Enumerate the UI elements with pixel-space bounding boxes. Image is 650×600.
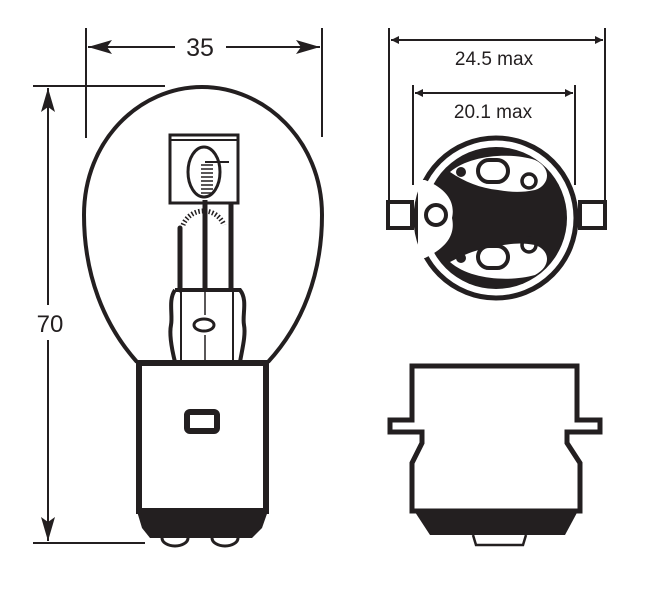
filament-coil-lines xyxy=(201,164,213,194)
flange-dimension xyxy=(388,28,606,203)
bulb-side-view xyxy=(81,84,325,548)
base-diameter-label: 20.1 max xyxy=(454,102,533,123)
contact-hole-bottom xyxy=(476,244,510,270)
base-slot xyxy=(184,409,220,434)
hole-side xyxy=(424,203,448,227)
base-insulator xyxy=(413,509,579,535)
bayonet-pin-left xyxy=(386,200,414,230)
base-outline xyxy=(387,363,603,514)
height-label: 70 xyxy=(37,311,64,338)
width-label: 35 xyxy=(186,34,214,62)
base-insulator xyxy=(136,508,269,538)
base-diameter-dimension xyxy=(412,85,576,185)
bayonet-pin-right xyxy=(578,200,607,230)
center-contact xyxy=(471,534,528,547)
base-end-view xyxy=(386,135,607,301)
flange-diameter-label: 24.5 max xyxy=(455,49,534,70)
contact-right xyxy=(210,537,240,548)
glass-envelope xyxy=(81,84,325,364)
contact-left xyxy=(160,537,190,548)
filament-coil-outline xyxy=(186,145,222,199)
height-dimension xyxy=(33,85,165,544)
main-filament xyxy=(180,208,227,227)
glass-pinch xyxy=(168,288,247,363)
contact-hole-top xyxy=(476,158,510,184)
bayonet-base xyxy=(136,360,269,514)
contact-plate-bottom xyxy=(450,243,548,279)
width-dimension xyxy=(85,28,323,138)
base-side-view xyxy=(387,363,603,547)
